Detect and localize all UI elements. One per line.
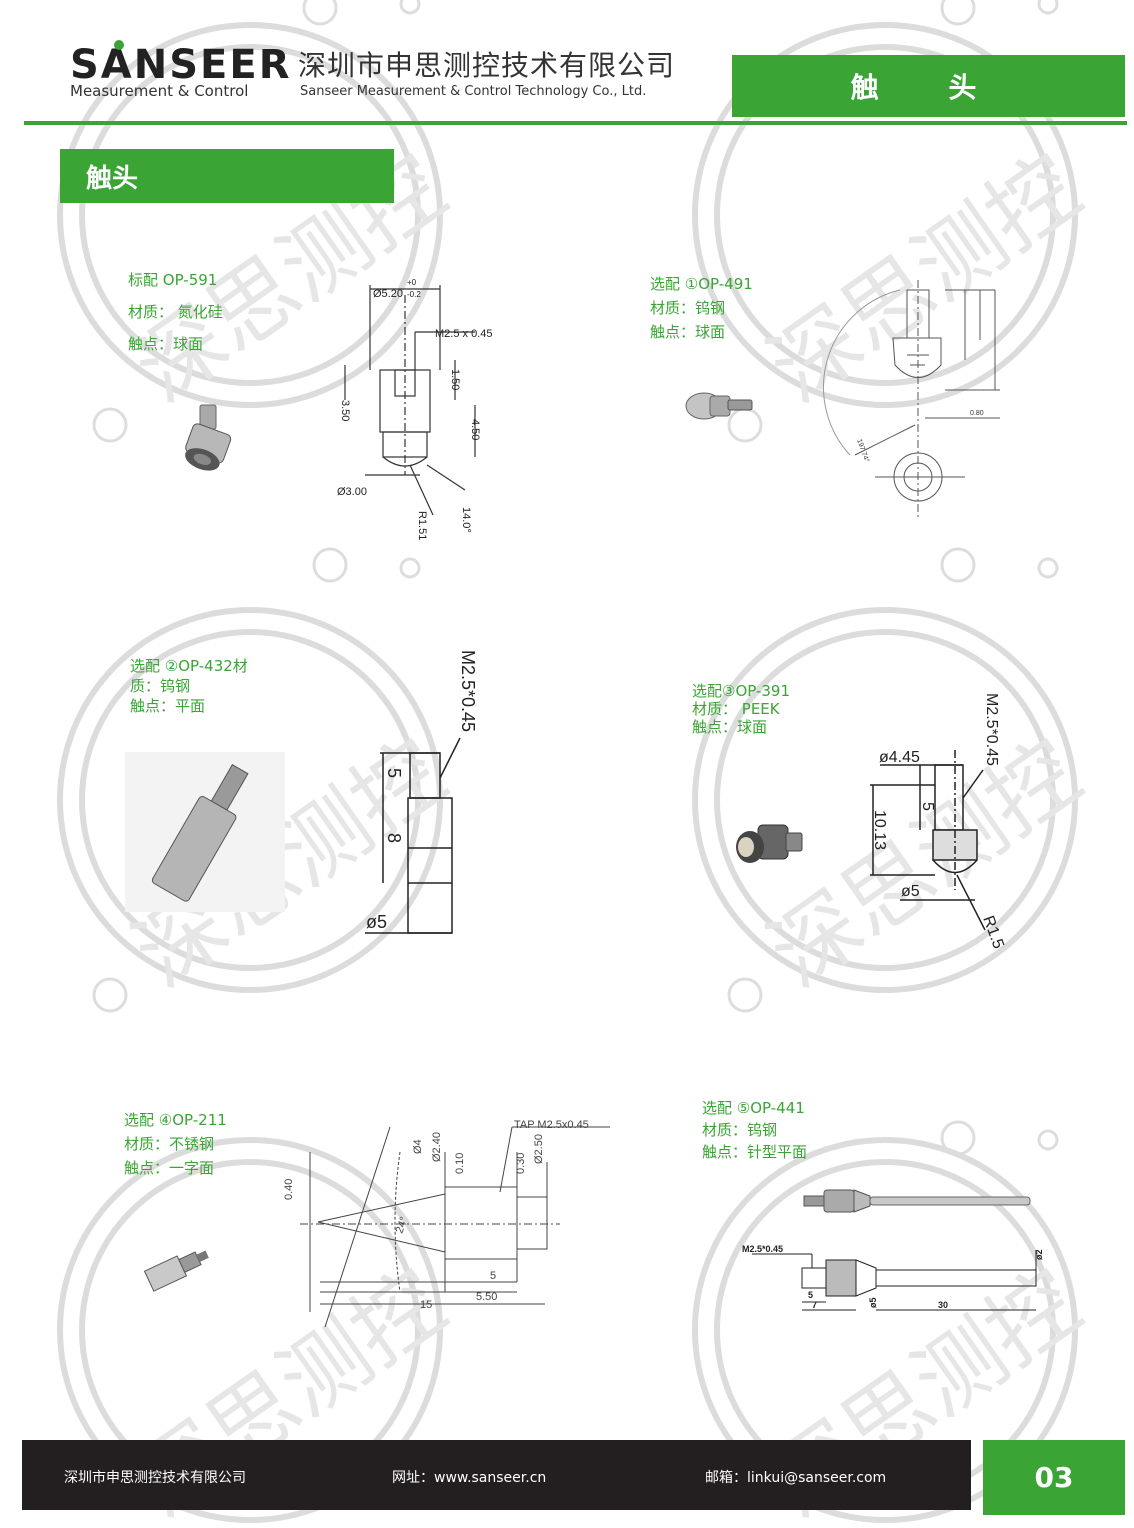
product-material: 材质： 氮化硅 [128, 303, 223, 321]
logo-tagline: Measurement & Control [70, 82, 249, 100]
product-contact: 触点：球面 [128, 335, 204, 353]
dim-label: 5.50 [476, 1291, 497, 1303]
footer-email: 邮箱：linkui@sanseer.com [705, 1470, 887, 1486]
dim-label: 197.74° [855, 438, 871, 464]
dim-label: 5 [808, 1290, 813, 1300]
dim-label: 4.50 [469, 419, 481, 440]
product-model: 选配 ①OP-491 [650, 275, 753, 293]
dim-label: 0.40 [283, 1179, 295, 1200]
product-op211-photo [143, 1250, 209, 1292]
company-name-en: Sanseer Measurement & Control Technology… [300, 84, 647, 99]
product-op491-drawing: 0.80 197.74° [823, 280, 1000, 520]
section-title: 触头 [60, 149, 394, 203]
dim-label: ø2 [1034, 1249, 1044, 1260]
product-op441-drawing: M2.5*0.45 5 7 ø5 30 ø2 [742, 1244, 1044, 1311]
dim-label: 0.80 [970, 410, 984, 417]
dim-label: R1.5 [979, 914, 1007, 952]
header-tab: 触 头 [732, 55, 1125, 117]
dim-label: TAP M2.5x0.45 [514, 1119, 589, 1131]
dim-label: 30 [938, 1300, 948, 1310]
page-number: 03 [983, 1440, 1125, 1515]
dim-label: ø5 [366, 912, 387, 932]
product-op432-spec: 选配 ②OP-432材 质：钨钢 触点：平面 [130, 656, 248, 716]
dim-label: 0.10 [454, 1153, 466, 1174]
dim-label: R1.51 [416, 511, 428, 540]
dim-label: -0.2 [407, 290, 421, 299]
product-model: 选配 ④OP-211 [124, 1111, 227, 1129]
product-op491-photo [685, 392, 753, 420]
dim-label: M2.5*0.45 [458, 650, 478, 732]
product-contact: 触点：一字面 [124, 1159, 215, 1177]
product-contact: 触点：球面 [650, 323, 726, 341]
product-model: 选配 ②OP-432材 [130, 657, 248, 675]
product-op591-drawing: Ø5.20 +0 -0.2 M2.5 x 0.45 3.50 1.50 4.50… [337, 278, 492, 540]
dim-label: M2.5*0.45 [983, 693, 1000, 766]
dim-label: 1.50 [449, 369, 461, 390]
product-op591-photo [185, 404, 232, 471]
dim-label: 7 [812, 1300, 817, 1310]
dim-label: M2.5*0.45 [742, 1244, 783, 1254]
brand-logo: SANSEER Measurement & Control [70, 42, 292, 100]
product-model: 标配 OP-591 [128, 271, 218, 289]
product-op391-drawing: M2.5*0.45 ø4.45 5 10.13 ø5 R1.5 [870, 693, 1007, 952]
dim-label: Ø2.40 [431, 1132, 443, 1162]
product-material: 材质：钨钢 [650, 299, 726, 317]
dim-label: Ø5.20 [373, 288, 403, 300]
dim-label: 5 [490, 1270, 496, 1282]
footer-website: 网址：www.sanseer.cn [392, 1470, 547, 1486]
product-op211-drawing: TAP M2.5x0.45 Ø4 Ø2.40 0.10 0.30 Ø2.50 0… [283, 1119, 610, 1328]
product-op591-spec: 标配 OP-591 材质： 氮化硅 触点：球面 [128, 264, 223, 360]
dim-label: ø4.45 [879, 749, 920, 766]
product-op391-photo [736, 824, 803, 863]
dim-label: 24° [394, 1215, 411, 1235]
product-model: 选配③OP-391 [692, 682, 791, 700]
product-material: 材质：不锈钢 [124, 1135, 215, 1153]
product-model: 选配 ⑤OP-441 [702, 1099, 805, 1117]
dim-label: Ø3.00 [337, 486, 367, 498]
product-op441-photo [803, 1189, 1031, 1213]
product-op491-spec: 选配 ①OP-491 材质：钨钢 触点：球面 [650, 272, 753, 344]
dim-label: 5 [384, 768, 404, 778]
product-contact: 触点：针型平面 [702, 1143, 808, 1161]
dim-label: ø5 [868, 1297, 878, 1308]
dim-label: +0 [407, 278, 417, 287]
dim-label: 5 [919, 802, 936, 811]
product-material: 材质： PEEK [692, 700, 780, 718]
dim-label: 14.0° [460, 507, 472, 533]
dim-label: ø5 [901, 883, 920, 900]
logo-figure-icon [114, 40, 124, 50]
product-op432-drawing: M2.5*0.45 5 8 ø5 [365, 650, 478, 934]
dim-label: 8 [384, 833, 404, 843]
header-rule [24, 121, 1127, 125]
dim-label: 3.50 [339, 400, 351, 421]
product-contact: 触点：平面 [130, 697, 206, 715]
dim-label: 15 [420, 1299, 432, 1311]
footer-bar: 深圳市申思测控技术有限公司 网址：www.sanseer.cn 邮箱：linku… [22, 1440, 971, 1510]
product-material: 材质：钨钢 [702, 1121, 778, 1139]
dim-label: 0.30 [515, 1153, 527, 1174]
product-contact: 触点：球面 [692, 718, 768, 736]
dim-label: M2.5 x 0.45 [435, 328, 492, 340]
dim-label: 10.13 [871, 810, 888, 850]
product-material: 质：钨钢 [130, 677, 191, 695]
product-op441-spec: 选配 ⑤OP-441 材质：钨钢 触点：针型平面 [702, 1097, 807, 1163]
dim-label: Ø4 [412, 1139, 424, 1154]
footer-company: 深圳市申思测控技术有限公司 [64, 1470, 246, 1486]
company-name-cn: 深圳市申思测控技术有限公司 [298, 49, 676, 82]
logo-wordmark: SANSEER [70, 42, 292, 88]
product-op211-spec: 选配 ④OP-211 材质：不锈钢 触点：一字面 [124, 1108, 227, 1180]
product-op391-spec: 选配③OP-391 材质： PEEK 触点：球面 [692, 682, 790, 736]
dim-label: Ø2.50 [533, 1134, 545, 1164]
product-op432-photo [125, 752, 285, 912]
